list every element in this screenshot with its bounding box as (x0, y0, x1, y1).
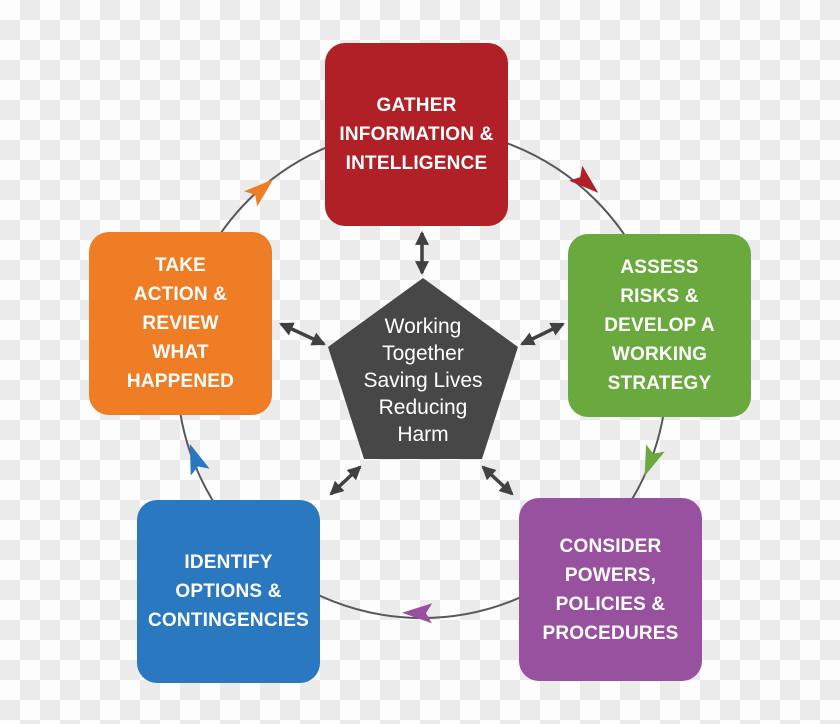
step-label-line: CONTINGENCIES (148, 610, 309, 631)
connector-take-action (279, 322, 326, 346)
cycle-arrow-blue-icon (189, 443, 210, 476)
connector-assess (520, 322, 565, 346)
step-box-identify-options: IDENTIFY OPTIONS & CONTINGENCIES (137, 500, 320, 683)
step-label-line: IDENTIFY (184, 552, 273, 573)
step-label-line: GATHER (376, 95, 457, 116)
step-label-line: POWERS, (564, 564, 657, 586)
step-label-line: STRATEGY (607, 373, 712, 394)
step-label-line: WORKING (611, 344, 708, 365)
step-label-line: OPTIONS & (175, 581, 282, 602)
step-label-line: REVIEW (142, 313, 219, 334)
step-box-assess-risks: ASSESS RISKS & DEVELOP A WORKING STRATEG… (568, 234, 751, 417)
connector-identify (329, 465, 362, 496)
cycle-arrow-green-icon (644, 444, 665, 477)
step-label-line: PROCEDURES (542, 622, 679, 644)
pentagon-line: Saving Lives (363, 368, 483, 392)
center-pentagon (328, 278, 518, 459)
step-label-line: POLICIES & (555, 593, 666, 615)
step-label-line: TAKE (154, 255, 207, 276)
step-label-line: CONSIDER (559, 535, 662, 557)
step-label-line: ASSESS (620, 257, 699, 278)
cycle-arrow-orange-icon (244, 179, 274, 207)
pentagon-line: Harm (397, 422, 449, 446)
pentagon-line: Reducing (378, 395, 468, 419)
step-label-line: WHAT (152, 342, 209, 363)
step-box-gather-information: GATHER INFORMATION & INTELLIGENCE (325, 43, 508, 226)
step-label-line: INTELLIGENCE (345, 153, 488, 174)
step-label-line: DEVELOP A (604, 315, 715, 336)
step-box-take-action: TAKE ACTION & REVIEW WHAT HAPPENED (89, 232, 272, 415)
step-label-line: HAPPENED (126, 371, 235, 392)
pentagon-text: Working Together Saving Lives Reducing H… (328, 300, 518, 460)
pentagon-line: Together (382, 341, 464, 365)
step-label-line: RISKS & (620, 286, 699, 307)
step-label-line: INFORMATION & (339, 124, 494, 145)
step-label-line: ACTION & (133, 284, 228, 305)
cycle-arrow-purple-icon (402, 603, 433, 624)
cycle-arrow-red-icon (569, 165, 599, 193)
connector-consider (481, 465, 514, 496)
step-box-consider-powers: CONSIDER POWERS, POLICIES & PROCEDURES (519, 498, 702, 681)
pentagon-line: Working (384, 314, 462, 338)
